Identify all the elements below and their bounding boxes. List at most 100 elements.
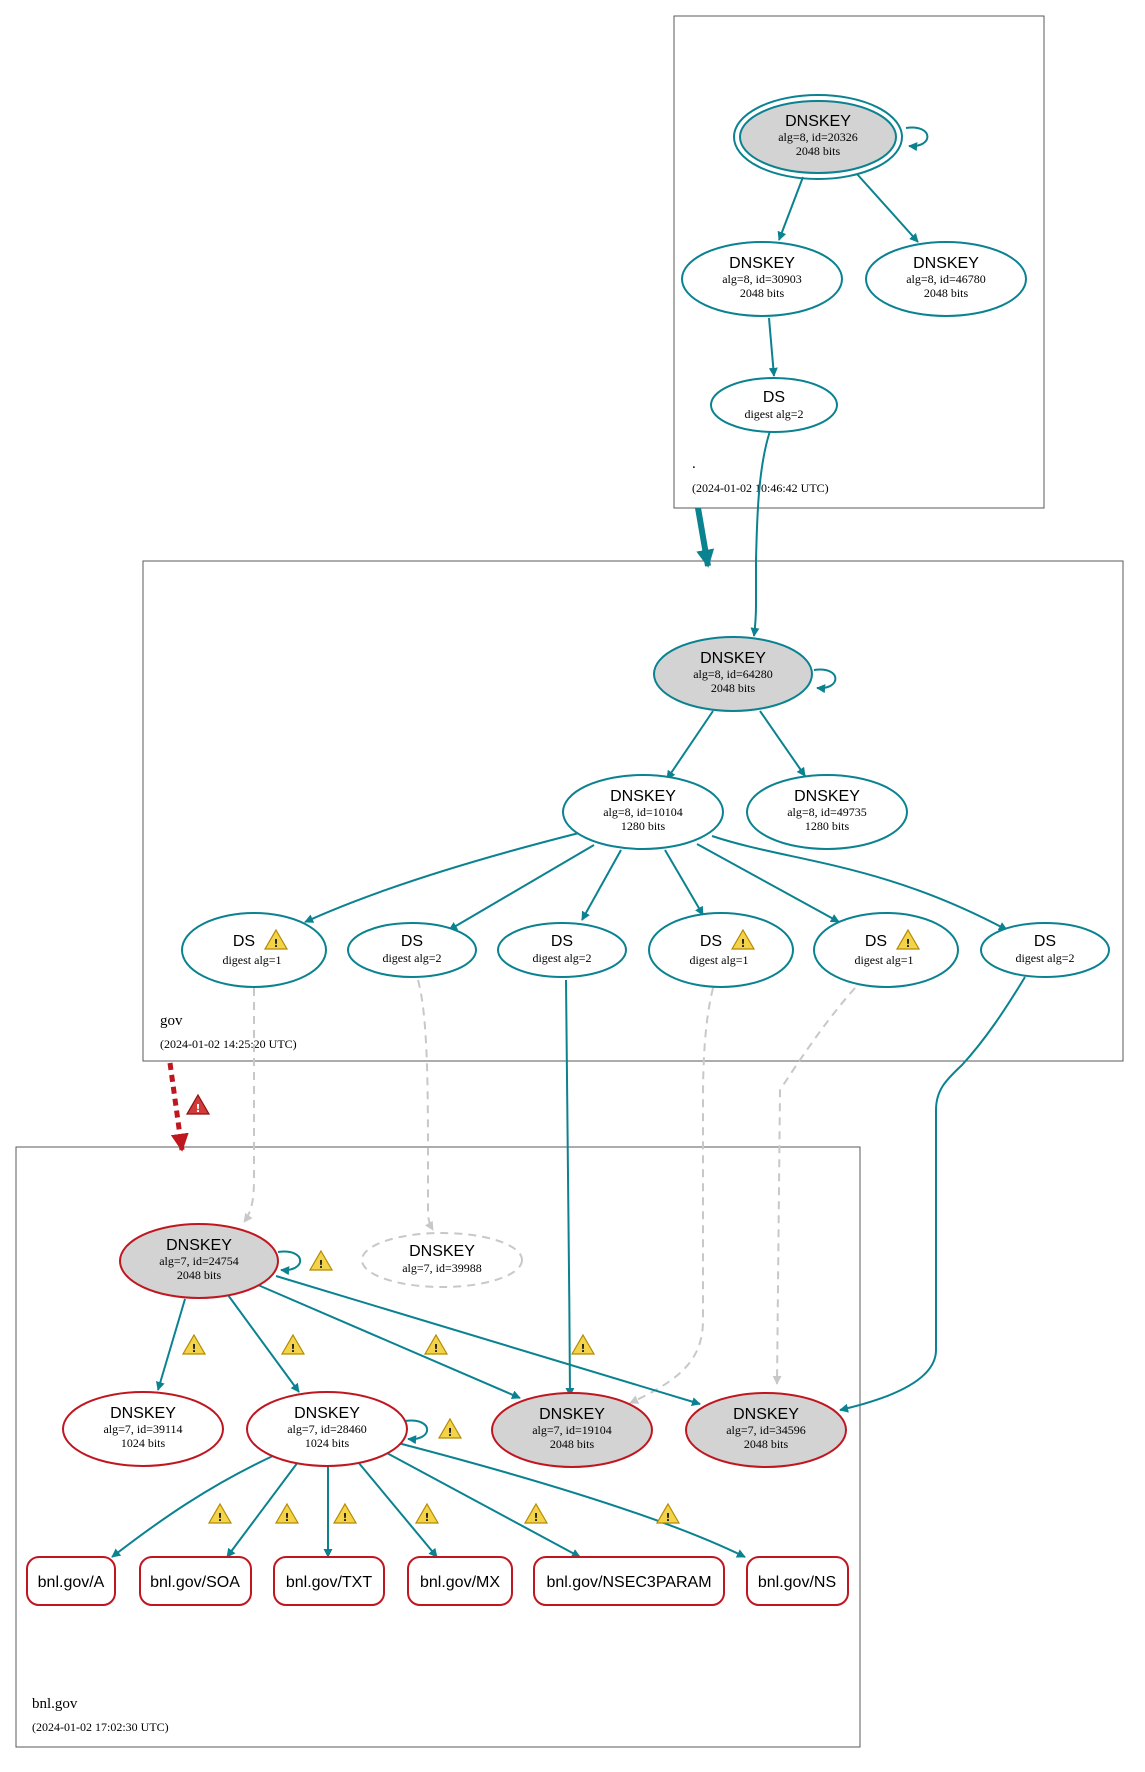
edge-bnl-key28460-to-soa [226,1461,299,1558]
dnskey-node-bnl-28460[interactable]: DNSKEY alg=7, id=28460 1024 bits [246,1391,408,1467]
ds-node-gov-4[interactable]: DS ! digest alg=1 [648,912,794,988]
edge-bnl-key28460-to-a [111,1454,276,1558]
dnskey-node-root-zsk2[interactable]: DNSKEY alg=8, id=46780 2048 bits [865,241,1027,317]
rrset-label: bnl.gov/SOA [150,1574,240,1591]
rrset-bnl-gov-ns[interactable]: bnl.gov/NS [746,1556,849,1606]
node-type-label: DNSKEY [700,650,766,667]
dnskey-node-bnl-39988[interactable]: DNSKEY alg=7, id=39988 [361,1232,523,1288]
dnskey-node-bnl-24754[interactable]: DNSKEY alg=7, id=24754 2048 bits [119,1223,279,1299]
zone-bnl-gov: bnl.gov (2024-01-02 17:02:30 UTC) [15,1146,861,1748]
node-type-label: DS [763,389,785,406]
zone-gov-timestamp: (2024-01-02 14:25:20 UTC) [160,1037,297,1051]
node-key-info: alg=7, id=19104 [532,1423,612,1437]
svg-text:!: ! [905,937,910,950]
warning-icon: ! [523,1502,549,1524]
dnskey-node-bnl-39114[interactable]: DNSKEY alg=7, id=39114 1024 bits [62,1391,224,1467]
svg-text:!: ! [191,1342,196,1355]
svg-text:!: ! [447,1426,452,1439]
edge-root-ds-to-gov-ksk [750,430,771,637]
node-key-info: alg=8, id=46780 [906,272,986,286]
node-type-label: DNSKEY [610,788,676,805]
svg-text:!: ! [580,1342,585,1355]
edge-root-zsk1-to-ds [768,317,778,377]
warning-icon: ! [730,928,756,950]
warning-icon: ! [274,1502,300,1524]
edge-gov-zsk1-to-ds1 [304,832,580,923]
node-key-info: alg=7, id=34596 [726,1423,806,1437]
node-key-info: alg=8, id=10104 [603,805,683,819]
svg-text:!: ! [290,1342,295,1355]
rrset-label: bnl.gov/NS [758,1574,836,1591]
delegation-root-to-gov [695,507,715,568]
node-digest-info: digest alg=2 [532,951,591,965]
ds-node-root[interactable]: DS digest alg=2 [710,377,838,433]
rrset-bnl-gov-a[interactable]: bnl.gov/A [26,1556,116,1606]
node-key-info: alg=8, id=49735 [787,805,867,819]
zone-gov: gov (2024-01-02 14:25:20 UTC) [142,560,1124,1062]
rrset-bnl-gov-txt[interactable]: bnl.gov/TXT [273,1556,385,1606]
dnskey-node-gov-ksk[interactable]: DNSKEY alg=8, id=64280 2048 bits [653,636,813,712]
edge-gov-ksk-to-zsk2 [759,710,806,777]
ds-node-gov-6[interactable]: DS digest alg=2 [980,922,1110,978]
dnskey-node-gov-zsk1[interactable]: DNSKEY alg=8, id=10104 1280 bits [562,774,724,850]
dnskey-node-gov-zsk2[interactable]: DNSKEY alg=8, id=49735 1280 bits [746,774,908,850]
dnskey-node-bnl-34596[interactable]: DNSKEY alg=7, id=34596 2048 bits [685,1392,847,1468]
warning-icon: ! [423,1333,449,1355]
ds-node-gov-5[interactable]: DS ! digest alg=1 [813,912,959,988]
node-type-label: DNSKEY [785,113,851,130]
node-key-size: 2048 bits [711,681,756,695]
rrset-bnl-gov-soa[interactable]: bnl.gov/SOA [139,1556,252,1606]
svg-text:!: ! [273,937,278,950]
ds-node-gov-1[interactable]: DS ! digest alg=1 [181,912,327,988]
svg-text:!: ! [433,1342,438,1355]
zone-root-name: . [692,456,696,472]
zone-bnl-gov-timestamp: (2024-01-02 17:02:30 UTC) [32,1720,169,1734]
edge-gov-zsk1-to-ds2 [448,844,595,931]
edge-root-ksk-to-zsk1 [777,176,804,241]
edge-gov-zsk1-to-ds3 [581,849,622,921]
warning-icon: ! [332,1502,358,1524]
svg-text:!: ! [284,1511,289,1524]
edge-bnl-key28460-to-mx [357,1461,438,1558]
rrset-bnl-gov-nsec3param[interactable]: bnl.gov/NSEC3PARAM [533,1556,725,1606]
edge-gov-zsk1-to-ds5 [696,843,840,923]
warning-icon: ! [437,1417,463,1439]
rrset-label: bnl.gov/MX [420,1574,500,1591]
edge-gov-ds3-to-bnl-key19104 [565,979,575,1397]
node-type-label: DS [551,933,573,950]
node-type-label: DS [700,933,722,950]
svg-text:!: ! [740,937,745,950]
node-key-size: 1280 bits [805,819,850,833]
edge-gov-ds4-to-bnl-key19104 [629,987,714,1404]
svg-text:!: ! [195,1102,200,1115]
rrset-label: bnl.gov/NSEC3PARAM [546,1574,711,1591]
node-key-info: alg=8, id=30903 [722,272,802,286]
edge-bnl-key24754-self [277,1250,301,1276]
rrset-label: bnl.gov/A [38,1574,105,1591]
rrset-bnl-gov-mx[interactable]: bnl.gov/MX [407,1556,513,1606]
svg-text:!: ! [217,1511,222,1524]
node-type-label: DNSKEY [729,255,795,272]
dnskey-node-root-zsk1[interactable]: DNSKEY alg=8, id=30903 2048 bits [681,241,843,317]
node-key-info: alg=8, id=20326 [778,130,858,144]
edge-bnl-key24754-to-39114 [155,1298,186,1391]
svg-text:!: ! [424,1511,429,1524]
ds-node-gov-2[interactable]: DS digest alg=2 [347,922,477,978]
node-type-label: DNSKEY [409,1243,475,1260]
node-digest-info: digest alg=1 [689,953,748,967]
ds-node-gov-3[interactable]: DS digest alg=2 [497,922,627,978]
svg-text:!: ! [318,1258,323,1271]
node-key-size: 2048 bits [796,144,841,158]
dnskey-node-root-ksk[interactable]: DNSKEY alg=8, id=20326 2048 bits [733,94,903,180]
edge-bnl-key28460-self [404,1419,428,1445]
warning-icon: ! [570,1333,596,1355]
node-key-size: 1024 bits [305,1436,350,1450]
node-key-info: alg=7, id=39114 [103,1422,182,1436]
node-key-size: 2048 bits [744,1437,789,1451]
zone-bnl-gov-name: bnl.gov [32,1696,78,1712]
node-type-label: DS [401,933,423,950]
node-digest-info: digest alg=2 [1015,951,1074,965]
dnskey-node-bnl-19104[interactable]: DNSKEY alg=7, id=19104 2048 bits [491,1392,653,1468]
